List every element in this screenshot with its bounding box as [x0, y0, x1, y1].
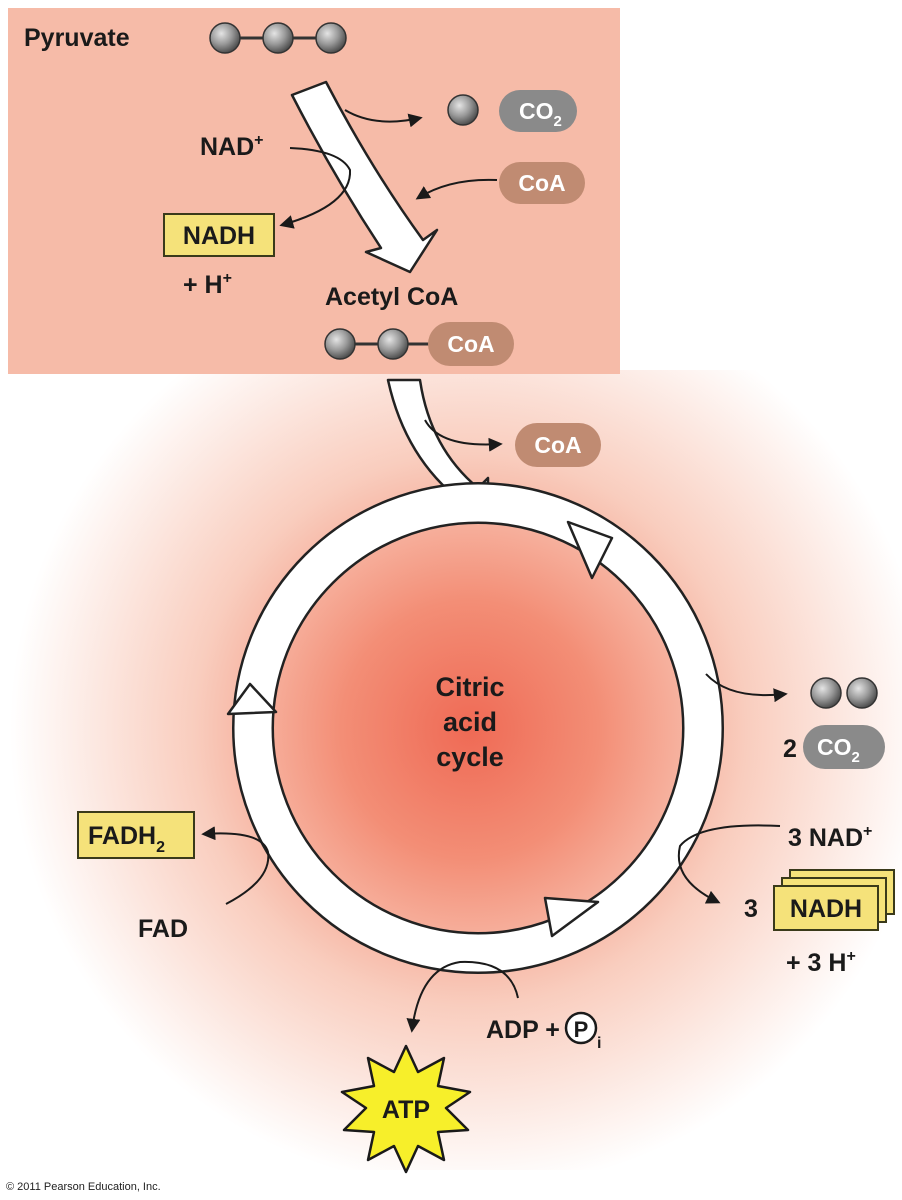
- pyruvate-label: Pyruvate: [24, 24, 130, 52]
- nad-reduction-arrow-top: [279, 147, 352, 229]
- nadh-label-right: NADH: [790, 895, 862, 923]
- co2-label-right: CO2: [817, 734, 860, 766]
- carbon-atom: [447, 94, 479, 126]
- nadh-label-top: NADH: [183, 222, 255, 250]
- co2-pill-top: [499, 90, 577, 132]
- cycle-label-line2: acid: [443, 707, 497, 737]
- carbon-atom: [209, 22, 241, 54]
- coa-release-arrow: [424, 419, 503, 452]
- citric-acid-cycle-ring: [226, 482, 724, 974]
- fadh2-label: FADH2: [88, 822, 165, 856]
- atp-starburst: [340, 1044, 472, 1174]
- carbon-atom: [262, 22, 294, 54]
- adp-label: ADP +: [486, 1016, 560, 1044]
- co2-pill-right: [803, 725, 885, 769]
- cycle-arrowhead: [566, 520, 614, 580]
- atp-synthesis-arrow: [406, 960, 519, 1033]
- cycle-label-line3: cycle: [436, 742, 504, 772]
- co2-label-top: CO2: [519, 98, 562, 130]
- coa-pill-in: [499, 162, 585, 204]
- coa-pill-out: [515, 423, 601, 467]
- atp-label: ATP: [382, 1096, 430, 1124]
- nadh-count-right: 3: [744, 895, 758, 923]
- nad-label-right: 3 NAD+: [788, 823, 872, 852]
- phosphate-subscript: i: [597, 1035, 601, 1052]
- carbon-atom: [324, 328, 356, 360]
- fad-reduction-arrow: [201, 826, 270, 905]
- acetyl-coa-label: Acetyl CoA: [325, 283, 458, 311]
- carbon-atom: [315, 22, 347, 54]
- carbon-atom: [810, 677, 842, 709]
- nadh-box-right: [773, 885, 879, 931]
- nad-reduction-arrow-right: [677, 824, 781, 904]
- phosphate-label: P: [574, 1017, 589, 1042]
- h-ion-label-top: + H+: [183, 270, 232, 299]
- fadh2-box: [77, 811, 195, 859]
- co2-release-arrow-right: [705, 673, 788, 703]
- h-ion-label-right: + 3 H+: [786, 948, 856, 977]
- cycle-arrowhead: [226, 682, 278, 716]
- coa-pill-acetyl: [428, 322, 514, 366]
- nadh-box-top: [163, 213, 275, 257]
- phosphate-circle: [564, 1011, 598, 1045]
- cycle-label-line1: Citric: [435, 672, 504, 702]
- carbon-atom: [377, 328, 409, 360]
- coa-label-out: CoA: [534, 432, 581, 458]
- coa-label-acetyl: CoA: [447, 331, 494, 357]
- coa-in-arrow: [415, 178, 498, 200]
- copyright-text: © 2011 Pearson Education, Inc.: [6, 1181, 161, 1193]
- co2-count-right: 2: [783, 735, 797, 763]
- cycle-arrowhead: [543, 896, 600, 938]
- nad-label-top: NAD+: [200, 132, 264, 161]
- co2-release-arrow: [344, 109, 423, 128]
- fad-label: FAD: [138, 915, 188, 943]
- carbon-atom: [846, 677, 878, 709]
- coa-label-in: CoA: [518, 170, 565, 196]
